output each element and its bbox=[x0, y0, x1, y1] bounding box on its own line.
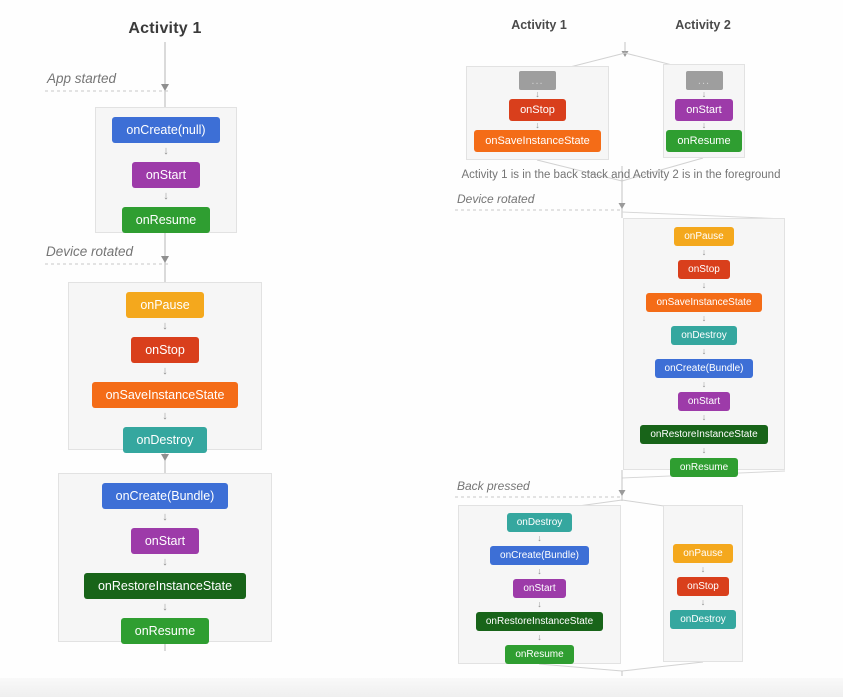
down-arrowhead-icon bbox=[621, 51, 629, 57]
lifecycle-step-onpause: onPause bbox=[674, 227, 734, 246]
down-arrow-icon: ↓ bbox=[537, 599, 542, 609]
activity1-launch-panel: onCreate(null) ↓ onStart ↓ onResume bbox=[95, 107, 237, 233]
down-arrow-icon: ↓ bbox=[701, 412, 707, 422]
down-arrow-icon: ↓ bbox=[535, 120, 540, 130]
down-arrow-icon: ↓ bbox=[537, 632, 542, 642]
lifecycle-step-onrestoreinstancestate: onRestoreInstanceState bbox=[475, 612, 604, 631]
down-arrow-icon: ↓ bbox=[163, 190, 169, 202]
left-activity1-title: Activity 1 bbox=[128, 20, 202, 37]
merge-line bbox=[621, 661, 704, 672]
down-arrow-icon: ↓ bbox=[701, 89, 707, 99]
down-arrowhead-icon bbox=[618, 203, 626, 209]
down-arrow-icon: ↓ bbox=[163, 145, 169, 157]
lifecycle-step-onrestoreinstancestate: onRestoreInstanceState bbox=[83, 573, 247, 599]
down-arrow-icon: ↓ bbox=[537, 533, 542, 543]
activity2-back-panel: onPause↓onStop↓onDestroy bbox=[663, 505, 743, 662]
lifecycle-step-ellipsis: ... bbox=[519, 71, 556, 90]
backstack-caption: Activity 1 is in the back stack and Acti… bbox=[461, 169, 781, 181]
down-arrow-icon: ↓ bbox=[162, 320, 168, 332]
activity1-back-panel: onDestroy↓onCreate(Bundle)↓onStart↓onRes… bbox=[458, 505, 621, 664]
lifecycle-step-ondestroy: onDestroy bbox=[122, 427, 208, 453]
merge-line bbox=[538, 663, 623, 672]
back-pressed-label: Back pressed bbox=[457, 479, 530, 493]
lifecycle-step-onresume: onResume bbox=[666, 130, 742, 152]
down-arrow-icon: ↓ bbox=[162, 511, 168, 523]
lifecycle-step-onstop: onStop bbox=[677, 577, 729, 596]
right-activity2-title: Activity 2 bbox=[675, 18, 731, 32]
lifecycle-step-oncreatenull: onCreate(null) bbox=[112, 117, 220, 143]
activity1-teardown-panel: onPause ↓ onStop ↓ onSaveInstanceState ↓ onDes… bbox=[68, 282, 262, 453]
down-arrow-icon: ↓ bbox=[701, 346, 707, 356]
lifecycle-step-onstart: onStart bbox=[675, 99, 733, 121]
lifecycle-step-ondestroy: onDestroy bbox=[506, 513, 573, 532]
lifecycle-step-oncreatebundle: onCreate(Bundle) bbox=[490, 546, 589, 565]
down-arrow-icon: ↓ bbox=[162, 410, 168, 422]
lifecycle-step-onresume: onResume bbox=[505, 645, 574, 664]
down-arrow-icon: ↓ bbox=[535, 89, 540, 99]
lifecycle-step-onsaveinstancestate: onSaveInstanceState bbox=[91, 382, 239, 408]
lifecycle-step-onpause: onPause bbox=[126, 292, 204, 318]
lifecycle-step-onstop: onStop bbox=[509, 99, 566, 121]
lifecycle-step-onstart: onStart bbox=[131, 162, 201, 188]
device-rotated-label-left: Device rotated bbox=[46, 244, 134, 259]
lifecycle-step-oncreatebundle: onCreate(Bundle) bbox=[654, 359, 754, 378]
down-arrowhead-icon bbox=[161, 454, 169, 461]
fold-line bbox=[621, 211, 786, 220]
down-arrow-icon: ↓ bbox=[701, 445, 707, 455]
activity2-foreground-panel: ...↓onStart↓onResume bbox=[663, 64, 745, 158]
branch-line bbox=[569, 52, 626, 68]
down-arrow-icon: ↓ bbox=[701, 120, 707, 130]
lifecycle-step-ondestroy: onDestroy bbox=[671, 326, 737, 345]
down-arrowhead-icon bbox=[161, 256, 169, 263]
merge-line bbox=[536, 159, 623, 182]
down-arrow-icon: ↓ bbox=[701, 247, 707, 257]
down-arrowhead-icon bbox=[618, 490, 626, 496]
down-arrow-icon: ↓ bbox=[700, 597, 706, 607]
lifecycle-step-onsaveinstancestate: onSaveInstanceState bbox=[646, 293, 762, 312]
lifecycle-step-onresume: onResume bbox=[121, 207, 211, 233]
bottom-gray-band bbox=[0, 678, 843, 697]
merge-line bbox=[621, 157, 704, 182]
lifecycle-step-onstart: onStart bbox=[513, 579, 566, 598]
lifecycle-step-ondestroy: onDestroy bbox=[670, 610, 736, 629]
down-arrow-icon: ↓ bbox=[162, 601, 168, 613]
lifecycle-step-onstop: onStop bbox=[131, 337, 199, 363]
down-arrow-icon: ↓ bbox=[162, 556, 168, 568]
lifecycle-step-onstop: onStop bbox=[678, 260, 730, 279]
down-arrow-icon: ↓ bbox=[701, 280, 707, 290]
lifecycle-step-ellipsis: ... bbox=[685, 71, 723, 90]
activity1-recreate-panel: onCreate(Bundle) ↓ onStart ↓ onRestoreInstan… bbox=[58, 473, 272, 644]
lifecycle-step-onsaveinstancestate: onSaveInstanceState bbox=[474, 130, 601, 152]
right-activity1-title: Activity 1 bbox=[511, 18, 567, 32]
down-arrow-icon: ↓ bbox=[700, 564, 706, 574]
down-arrow-icon: ↓ bbox=[537, 566, 542, 576]
lifecycle-step-onrestoreinstancestate: onRestoreInstanceState bbox=[640, 425, 768, 444]
lifecycle-step-oncreatebundle: onCreate(Bundle) bbox=[101, 483, 229, 509]
lifecycle-step-onstart: onStart bbox=[677, 392, 731, 411]
app-started-label: App started bbox=[47, 71, 117, 86]
lifecycle-step-onresume: onResume bbox=[669, 458, 739, 477]
lifecycle-step-onstart: onStart bbox=[130, 528, 200, 554]
down-arrow-icon: ↓ bbox=[701, 379, 707, 389]
down-arrowhead-icon bbox=[161, 84, 169, 91]
activity2-rotation-panel: onPause↓onStop↓onSaveInstanceState↓onDes… bbox=[623, 218, 785, 477]
activity1-backstack-panel: ...↓onStop↓onSaveInstanceState bbox=[466, 66, 609, 160]
down-arrow-icon: ↓ bbox=[701, 313, 707, 323]
lifecycle-step-onresume: onResume bbox=[120, 618, 210, 644]
lifecycle-step-onpause: onPause bbox=[673, 544, 733, 563]
device-rotated-label-right: Device rotated bbox=[457, 192, 535, 206]
down-arrow-icon: ↓ bbox=[162, 365, 168, 377]
